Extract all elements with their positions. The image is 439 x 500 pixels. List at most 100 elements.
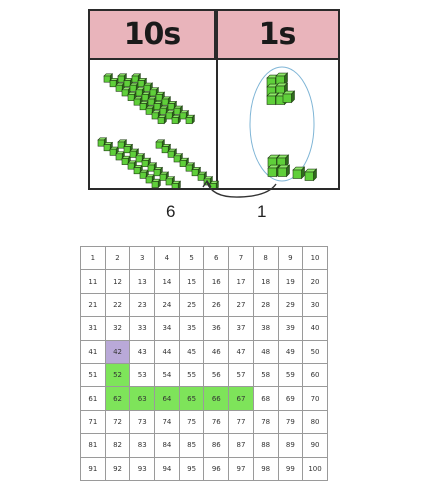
ones-count: 1 bbox=[257, 202, 266, 222]
ones-header: 1s bbox=[216, 11, 338, 60]
number-cell: 44 bbox=[155, 340, 180, 363]
number-cell: 32 bbox=[105, 317, 130, 340]
number-cell: 37 bbox=[229, 317, 254, 340]
number-cell: 14 bbox=[155, 270, 180, 293]
number-cell: 89 bbox=[278, 434, 303, 457]
number-cell: 3 bbox=[130, 247, 155, 270]
number-cell: 49 bbox=[278, 340, 303, 363]
number-cell: 20 bbox=[303, 270, 328, 293]
unit-cube bbox=[283, 91, 294, 102]
number-cell: 25 bbox=[179, 293, 204, 316]
number-cell: 33 bbox=[130, 317, 155, 340]
path-cell: 62 bbox=[105, 387, 130, 410]
number-cell: 72 bbox=[105, 410, 130, 433]
number-cell: 1 bbox=[81, 247, 106, 270]
number-cell: 75 bbox=[179, 410, 204, 433]
number-cell: 51 bbox=[81, 363, 106, 386]
number-cell: 28 bbox=[253, 293, 278, 316]
number-cell: 9 bbox=[278, 247, 303, 270]
number-cell: 97 bbox=[229, 457, 254, 480]
ten-rod bbox=[118, 74, 180, 124]
path-cell: 64 bbox=[155, 387, 180, 410]
number-cell: 79 bbox=[278, 410, 303, 433]
number-cell: 84 bbox=[155, 434, 180, 457]
number-cell: 77 bbox=[229, 410, 254, 433]
number-cell: 2 bbox=[105, 247, 130, 270]
number-cell: 78 bbox=[253, 410, 278, 433]
place-value-body bbox=[90, 60, 338, 188]
number-cell: 5 bbox=[179, 247, 204, 270]
number-cell: 45 bbox=[179, 340, 204, 363]
number-cell: 59 bbox=[278, 363, 303, 386]
chart-row: 919293949596979899100 bbox=[81, 457, 328, 480]
number-cell: 87 bbox=[229, 434, 254, 457]
start-cell: 42 bbox=[105, 340, 130, 363]
number-cell: 98 bbox=[253, 457, 278, 480]
number-cell: 83 bbox=[130, 434, 155, 457]
number-cell: 76 bbox=[204, 410, 229, 433]
number-cell: 74 bbox=[155, 410, 180, 433]
number-cell: 58 bbox=[253, 363, 278, 386]
chart-row: 61626364656667686970 bbox=[81, 387, 328, 410]
number-cell: 82 bbox=[105, 434, 130, 457]
chart-row: 11121314151617181920 bbox=[81, 270, 328, 293]
number-cell: 4 bbox=[155, 247, 180, 270]
number-cell: 41 bbox=[81, 340, 106, 363]
path-cell: 66 bbox=[204, 387, 229, 410]
path-cell: 52 bbox=[105, 363, 130, 386]
number-cell: 81 bbox=[81, 434, 106, 457]
number-cell: 10 bbox=[303, 247, 328, 270]
number-cell: 43 bbox=[130, 340, 155, 363]
number-cell: 15 bbox=[179, 270, 204, 293]
number-cell: 8 bbox=[253, 247, 278, 270]
number-cell: 36 bbox=[204, 317, 229, 340]
number-cell: 19 bbox=[278, 270, 303, 293]
unit-cube bbox=[278, 165, 289, 176]
number-cell: 31 bbox=[81, 317, 106, 340]
number-cell: 6 bbox=[204, 247, 229, 270]
path-cell: 63 bbox=[130, 387, 155, 410]
number-cell: 56 bbox=[204, 363, 229, 386]
number-cell: 12 bbox=[105, 270, 130, 293]
tens-count: 6 bbox=[166, 202, 175, 222]
number-cell: 39 bbox=[278, 317, 303, 340]
number-cell: 100 bbox=[303, 457, 328, 480]
number-cell: 54 bbox=[155, 363, 180, 386]
base-ten-blocks bbox=[90, 60, 338, 188]
number-cell: 35 bbox=[179, 317, 204, 340]
number-cell: 22 bbox=[105, 293, 130, 316]
number-cell: 91 bbox=[81, 457, 106, 480]
number-cell: 71 bbox=[81, 410, 106, 433]
number-cell: 26 bbox=[204, 293, 229, 316]
number-cell: 68 bbox=[253, 387, 278, 410]
number-cell: 7 bbox=[229, 247, 254, 270]
rod-unit-cube bbox=[172, 115, 180, 123]
unit-cube bbox=[293, 167, 304, 178]
number-cell: 48 bbox=[253, 340, 278, 363]
number-cell: 11 bbox=[81, 270, 106, 293]
number-cell: 93 bbox=[130, 457, 155, 480]
number-cell: 29 bbox=[278, 293, 303, 316]
number-cell: 46 bbox=[204, 340, 229, 363]
regroup-arc bbox=[207, 182, 276, 197]
number-cell: 57 bbox=[229, 363, 254, 386]
path-cell: 65 bbox=[179, 387, 204, 410]
number-cell: 34 bbox=[155, 317, 180, 340]
number-cell: 47 bbox=[229, 340, 254, 363]
number-cell: 90 bbox=[303, 434, 328, 457]
rod-unit-cube bbox=[158, 115, 166, 123]
number-cell: 18 bbox=[253, 270, 278, 293]
number-cell: 96 bbox=[204, 457, 229, 480]
number-cell: 60 bbox=[303, 363, 328, 386]
tens-header: 10s bbox=[90, 11, 216, 60]
number-cell: 27 bbox=[229, 293, 254, 316]
number-cell: 13 bbox=[130, 270, 155, 293]
number-cell: 16 bbox=[204, 270, 229, 293]
